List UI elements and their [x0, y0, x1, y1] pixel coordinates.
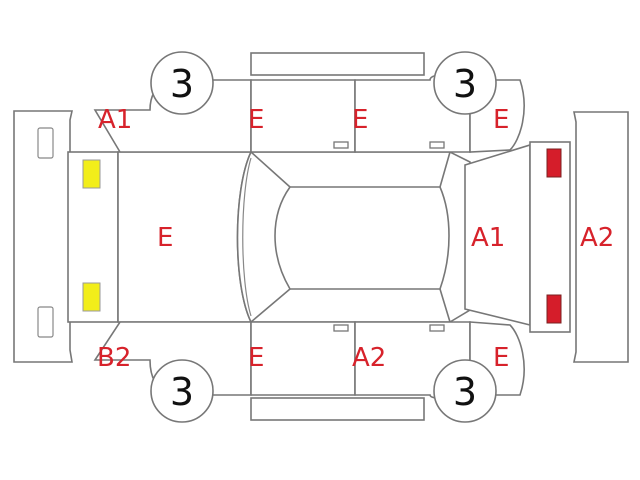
code-rear-bumper: A2: [580, 223, 614, 253]
wheel-front-right: 3: [150, 359, 214, 423]
code-right-front-fender: B2: [97, 343, 131, 373]
code-trunk: A1: [471, 223, 505, 253]
wheel-rear-left-grade: 3: [453, 62, 477, 106]
cabin: [236, 151, 471, 323]
wheel-front-left: 3: [150, 51, 214, 115]
code-right-front-door: E: [248, 343, 264, 373]
wheel-rear-right: 3: [433, 359, 497, 423]
code-right-rear-fender: E: [493, 343, 509, 373]
rear-light-panel: [529, 141, 571, 333]
taillamp-upper: [546, 148, 562, 178]
wheel-front-right-grade: 3: [170, 370, 194, 414]
code-right-rear-door: A2: [352, 343, 386, 373]
code-left-front-fender: A1: [98, 105, 132, 135]
taillamp-lower: [546, 294, 562, 324]
right-side-panels: [93, 321, 525, 421]
wheel-rear-right-grade: 3: [453, 370, 477, 414]
wheel-rear-left: 3: [433, 51, 497, 115]
code-left-front-door: E: [248, 105, 264, 135]
rear-bumper: [573, 111, 629, 363]
code-left-rear-door: E: [352, 105, 368, 135]
code-left-rear-fender: E: [493, 105, 509, 135]
headlamp-upper: [82, 159, 101, 189]
front-light-panel: [67, 151, 119, 323]
headlamp-lower: [82, 282, 101, 312]
front-bumper: [13, 110, 73, 363]
hood-panel: [117, 151, 253, 323]
wheel-front-left-grade: 3: [170, 62, 194, 106]
code-hood: E: [157, 223, 173, 253]
left-side-panels: [93, 52, 525, 153]
